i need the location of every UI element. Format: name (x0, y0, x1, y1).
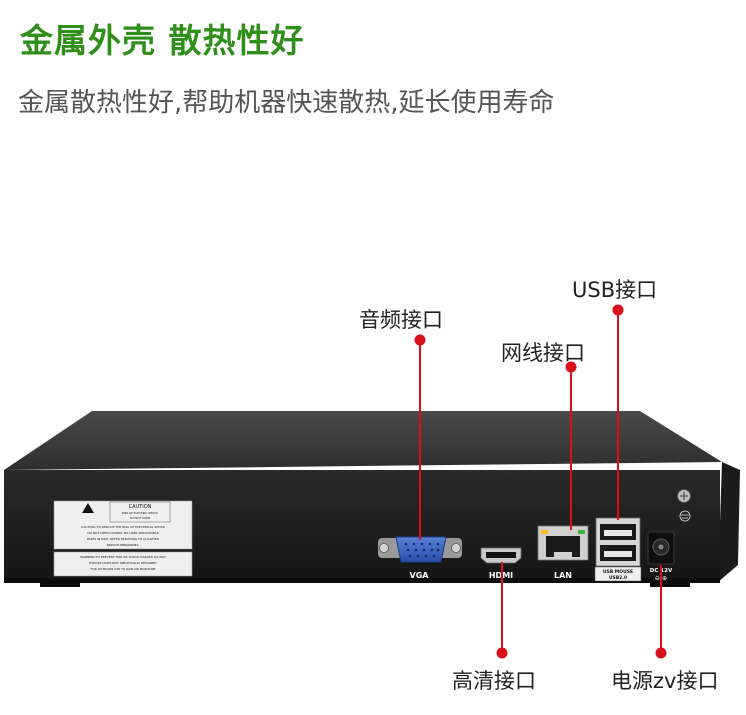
device-right-side (718, 462, 740, 582)
caution-text: CAUTION: TO REDUCE THE RISK OF ELECTRICA… (81, 525, 166, 529)
warning-text: EXPOSE UNITS NOT SPECIFICALLY DESIGNED (89, 561, 157, 565)
caution-text: DO NOT OPEN COVERS. NO USER SERVICEABLE (87, 531, 159, 535)
callout-dot (496, 647, 508, 659)
headline: 金属外壳 散热性好 (20, 21, 305, 60)
device-foot (40, 582, 80, 587)
warning-triangle-icon (82, 503, 94, 513)
caution-label: CAUTION RISK OF ELECTRIC SHOCK DO NOT OP… (53, 500, 193, 550)
caution-text: PARTS IN SIDE. REFER SERVICING TO QUALIF… (87, 537, 160, 541)
device-foot (650, 582, 690, 587)
warning-text: WARNING:TO PREVENT FIRE OR SHOCK HAZARD … (80, 555, 166, 559)
usb-port-label: USB MOUSE (603, 569, 633, 575)
callout-lan: 网线接口 (501, 341, 585, 365)
warning-text: FOR OUTDOOR USE TO RAIN OR MOISTURE (91, 567, 156, 571)
led-indicator (541, 530, 548, 534)
lan-port-label: LAN (554, 571, 572, 580)
callout-dot (414, 334, 426, 346)
callout-power: 电源zv接口 (611, 669, 719, 693)
callout-dot (565, 361, 577, 373)
usb-port-label: USB2.0 (609, 575, 627, 581)
usb-ports: USB MOUSE USB2.0 (594, 517, 642, 582)
vga-port-label: VGA (410, 571, 430, 580)
vga-port: VGA (378, 536, 462, 580)
led-indicator (578, 530, 585, 534)
subheadline: 金属散热性好,帮助机器快速散热,延长使用寿命 (18, 88, 555, 118)
caution-line: DO NOT OPEN (130, 516, 150, 520)
callout-audio: 音频接口 (359, 308, 443, 332)
caution-title: CAUTION (129, 504, 152, 510)
device-top-lid (4, 411, 722, 470)
lan-port: LAN (537, 525, 589, 580)
ground-screw-icon (677, 489, 691, 522)
warning-label: WARNING:TO PREVENT FIRE OR SHOCK HAZARD … (53, 551, 193, 577)
callout-usb: USB接口 (572, 278, 658, 302)
callout-dot (655, 647, 667, 659)
caution-line: RISK OF ELECTRIC SHOCK (122, 511, 158, 515)
callout-hdmi: 高清接口 (452, 669, 536, 693)
callout-dot (612, 304, 624, 316)
caution-text: SERVICE PERSONNEL. (107, 543, 140, 547)
